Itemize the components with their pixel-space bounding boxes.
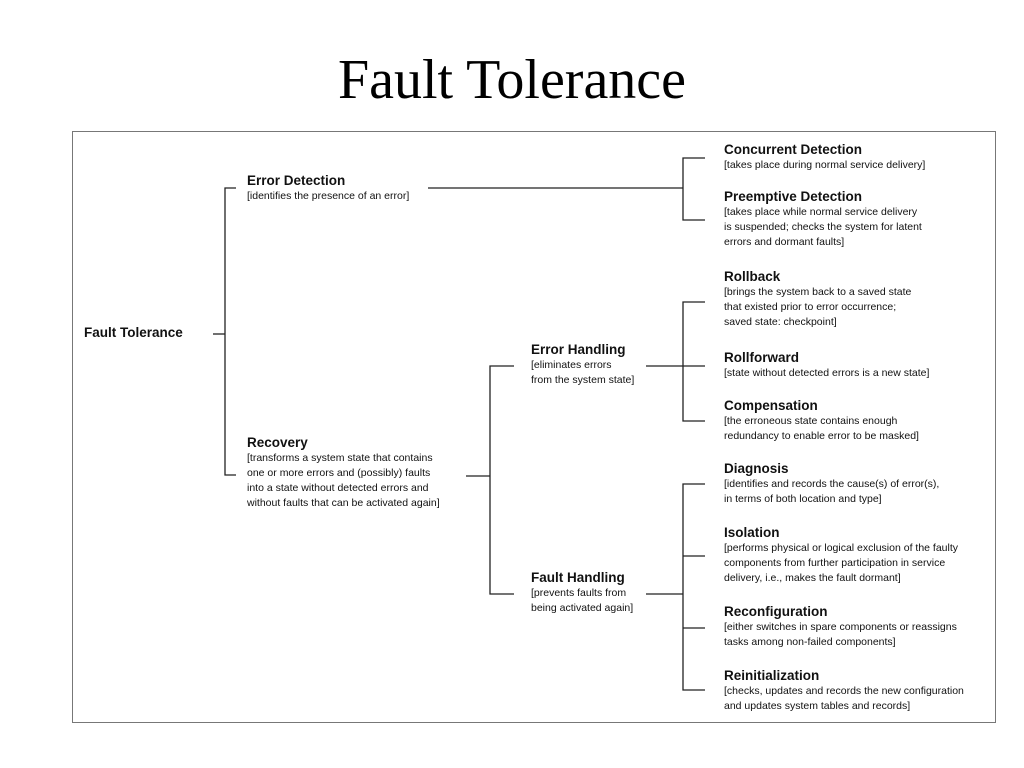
bracket-handling [489, 365, 514, 595]
bracket-fault-handling [682, 483, 705, 691]
isolation-desc: [performs physical or logical exclusion … [724, 542, 959, 584]
rollforward-title: Rollforward [724, 350, 800, 365]
root-node: Fault Tolerance [84, 324, 183, 341]
fault-handling-node: Fault Handling [prevents faults from bei… [531, 569, 633, 616]
rollback-title: Rollback [724, 269, 781, 284]
error-handling-node: Error Handling [eliminates errors from t… [531, 341, 634, 388]
error-detection-title: Error Detection [247, 173, 346, 188]
error-handling-title: Error Handling [531, 342, 626, 357]
diagnosis-title: Diagnosis [724, 461, 789, 476]
reconfiguration-title: Reconfiguration [724, 604, 828, 619]
reinitialization-desc: [checks, updates and records the new con… [724, 685, 964, 712]
diagnosis-desc: [identifies and records the cause(s) of … [724, 478, 940, 505]
fault-handling-title: Fault Handling [531, 570, 625, 585]
rollback-node: Rollback [brings the system back to a sa… [724, 268, 911, 330]
concurrent-detection-node: Concurrent Detection [takes place during… [724, 141, 925, 173]
root-label: Fault Tolerance [84, 325, 183, 340]
preemptive-detection-node: Preemptive Detection [takes place while … [724, 188, 922, 250]
recovery-title: Recovery [247, 435, 308, 450]
reconfiguration-node: Reconfiguration [either switches in spar… [724, 603, 957, 650]
error-handling-desc: [eliminates errors from the system state… [531, 359, 635, 386]
compensation-desc: [the erroneous state contains enough red… [724, 415, 919, 442]
preemptive-detection-desc: [takes place while normal service delive… [724, 206, 922, 248]
rollback-desc: [brings the system back to a saved state… [724, 286, 912, 328]
fault-handling-desc: [prevents faults from being activated ag… [531, 587, 634, 614]
bracket-error-handling [682, 301, 705, 422]
reinitialization-node: Reinitialization [checks, updates and re… [724, 667, 964, 714]
reinitialization-title: Reinitialization [724, 668, 820, 683]
diagnosis-node: Diagnosis [identifies and records the ca… [724, 460, 939, 507]
rollforward-node: Rollforward [state without detected erro… [724, 349, 929, 381]
diagram-frame [72, 131, 996, 723]
reconfiguration-desc: [either switches in spare components or … [724, 621, 957, 648]
concurrent-detection-title: Concurrent Detection [724, 142, 863, 157]
error-detection-node: Error Detection [identifies the presence… [247, 172, 409, 204]
compensation-node: Compensation [the erroneous state contai… [724, 397, 919, 444]
rollforward-desc: [state without detected errors is a new … [724, 367, 930, 379]
preemptive-detection-title: Preemptive Detection [724, 189, 863, 204]
isolation-title: Isolation [724, 525, 780, 540]
bracket-main [224, 187, 236, 476]
recovery-desc: [transforms a system state that contains… [247, 452, 440, 509]
isolation-node: Isolation [performs physical or logical … [724, 524, 958, 586]
error-detection-desc: [identifies the presence of an error] [247, 190, 410, 202]
compensation-title: Compensation [724, 398, 818, 413]
bracket-detection [682, 157, 705, 221]
concurrent-detection-desc: [takes place during normal service deliv… [724, 159, 926, 171]
slide-title: Fault Tolerance [337, 49, 687, 111]
recovery-node: Recovery [transforms a system state that… [247, 434, 440, 511]
